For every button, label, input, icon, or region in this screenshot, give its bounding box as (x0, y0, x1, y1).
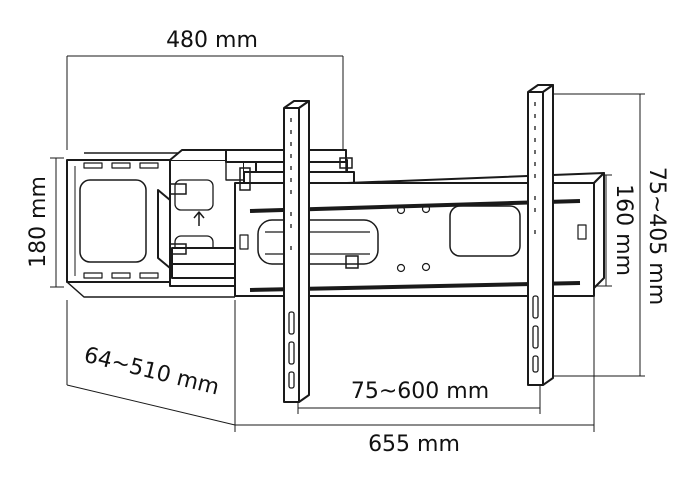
dim-extension: 64~510 mm (81, 343, 221, 401)
vertical-arm-left (283, 100, 310, 403)
dim-top-width: 480 mm (166, 28, 258, 53)
dim-left-height: 180 mm (26, 176, 51, 268)
dim-vesa-vertical: 75~405 mm (644, 167, 669, 305)
dim-plate-height: 160 mm (611, 184, 636, 276)
dim-vesa-horizontal: 75~600 mm (351, 379, 489, 404)
vertical-arm-right (527, 84, 554, 386)
dim-total-width: 655 mm (368, 432, 460, 457)
dimension-lines (50, 55, 645, 432)
arm-bolts (169, 157, 359, 269)
